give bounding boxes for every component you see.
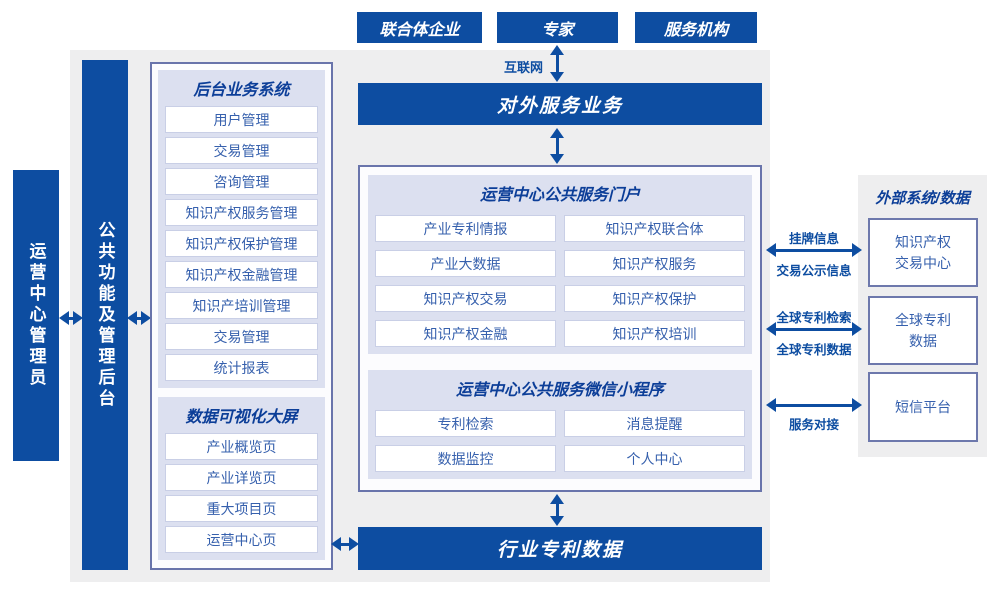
center-panel: 运营中心公共服务门户 产业专利情报 知识产权联合体 产业大数据 知识产权服务 知… xyxy=(358,165,762,492)
global-patent-search-label: 全球专利检索 xyxy=(776,311,852,325)
arrow-service-to-portal xyxy=(549,128,565,164)
backend-item: 用户管理 xyxy=(165,106,318,133)
external-box-sms-platform: 短信平台 xyxy=(868,372,978,442)
backend-item: 知识产培训管理 xyxy=(165,292,318,319)
arrow-global-patent xyxy=(766,321,862,337)
backend-system-panel: 后台业务系统 用户管理 交易管理 咨询管理 知识产权服务管理 知识产权保护管理 … xyxy=(158,70,325,388)
actor-label: 联合体企业 xyxy=(379,21,460,39)
portal-item: 产业大数据 xyxy=(375,250,556,277)
actor-box-consortium: 联合体企业 xyxy=(357,12,482,43)
portal-title: 运营中心公共服务门户 xyxy=(479,187,640,204)
portal-item: 产业专利情报 xyxy=(375,215,556,242)
backend-item: 交易管理 xyxy=(165,137,318,164)
external-box-global-patent-data: 全球专利 数据 xyxy=(868,296,978,365)
actor-box-service-org: 服务机构 xyxy=(635,12,757,43)
backend-item: 咨询管理 xyxy=(165,168,318,195)
portal-item: 知识产权金融 xyxy=(375,320,556,347)
dashboard-panel: 数据可视化大屏 产业概览页 产业详览页 重大项目页 运营中心页 xyxy=(158,397,325,560)
backend-item: 交易管理 xyxy=(165,323,318,350)
transaction-publicity-label: 交易公示信息 xyxy=(776,264,852,278)
miniprogram-panel: 运营中心公共服务微信小程序 专利检索 消息提醒 数据监控 个人中心 xyxy=(368,370,752,479)
common-functions-bar: 公共功能及管理后台 xyxy=(82,60,128,570)
dashboard-item: 产业概览页 xyxy=(165,433,318,460)
portal-item: 知识产权服务 xyxy=(564,250,745,277)
backend-item: 统计报表 xyxy=(165,354,318,381)
actor-box-expert: 专家 xyxy=(497,12,618,43)
dashboard-title: 数据可视化大屏 xyxy=(185,409,298,426)
backend-item: 知识产权金融管理 xyxy=(165,261,318,288)
portal-panel: 运营中心公共服务门户 产业专利情报 知识产权联合体 产业大数据 知识产权服务 知… xyxy=(368,175,752,354)
listing-info-label: 挂牌信息 xyxy=(788,232,839,246)
global-patent-data-label: 全球专利数据 xyxy=(776,343,852,357)
portal-item: 知识产权联合体 xyxy=(564,215,745,242)
external-service-label: 对外服务业务 xyxy=(496,95,623,117)
miniprogram-title: 运营中心公共服务微信小程序 xyxy=(455,382,664,399)
miniprogram-item: 数据监控 xyxy=(375,445,556,472)
internet-label: 互联网 xyxy=(503,60,543,75)
miniprogram-item: 个人中心 xyxy=(564,445,745,472)
industry-patent-data-label: 行业专利数据 xyxy=(496,540,623,561)
backend-item: 知识产权保护管理 xyxy=(165,230,318,257)
arrow-admin-to-common xyxy=(59,310,83,326)
arrow-internet xyxy=(549,45,565,82)
admin-bar-label: 运营中心管理员 xyxy=(26,242,46,389)
industry-patent-data-bar: 行业专利数据 xyxy=(358,527,762,570)
external-systems-title: 外部系统/数据 xyxy=(875,190,970,207)
portal-item: 知识产权培训 xyxy=(564,320,745,347)
dashboard-item: 重大项目页 xyxy=(165,495,318,522)
arrow-leftpanel-to-industry-data xyxy=(331,536,359,552)
actor-label: 服务机构 xyxy=(663,21,728,39)
arrow-common-to-backend xyxy=(127,310,151,326)
portal-item: 知识产权交易 xyxy=(375,285,556,312)
arrow-sms-platform xyxy=(766,397,862,413)
external-box-ip-exchange: 知识产权 交易中心 xyxy=(868,218,978,287)
admin-bar: 运营中心管理员 xyxy=(13,170,59,461)
dashboard-item: 产业详览页 xyxy=(165,464,318,491)
miniprogram-item: 专利检索 xyxy=(375,410,556,437)
arrow-ip-exchange xyxy=(766,242,862,258)
portal-item: 知识产权保护 xyxy=(564,285,745,312)
common-functions-label: 公共功能及管理后台 xyxy=(95,220,115,410)
backend-item: 知识产权服务管理 xyxy=(165,199,318,226)
external-service-bar: 对外服务业务 xyxy=(358,83,762,125)
actor-label: 专家 xyxy=(541,21,574,39)
miniprogram-item: 消息提醒 xyxy=(564,410,745,437)
dashboard-item: 运营中心页 xyxy=(165,526,318,553)
backend-system-title: 后台业务系统 xyxy=(193,82,290,99)
left-panel: 后台业务系统 用户管理 交易管理 咨询管理 知识产权服务管理 知识产权保护管理 … xyxy=(150,62,333,570)
service-connection-label: 服务对接 xyxy=(788,418,839,432)
arrow-portal-to-industry-data xyxy=(549,494,565,526)
